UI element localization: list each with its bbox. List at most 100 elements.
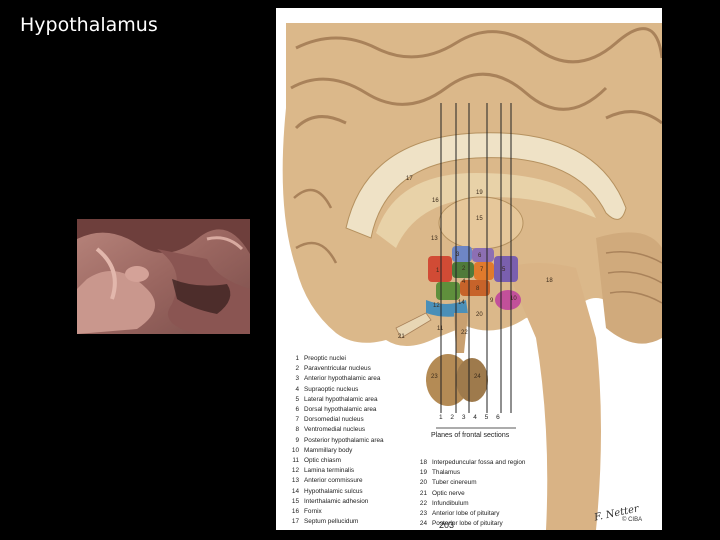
region-number: 19 [476,190,483,196]
region-number: 9 [490,298,494,304]
region-number: 15 [476,216,483,222]
region-number: 4 [462,279,466,285]
legend-item-number: 2 [295,365,299,373]
legend-item-number: 4 [295,385,299,393]
legend-item: 20 Tuber cinereum [416,478,525,488]
region-number: 13 [431,236,438,242]
publisher-mark: © CIBA [622,517,643,523]
legend-left: 1 Preoptic nuclei 2 Paraventricular nucleus… [288,354,384,527]
legend-item: 9 Posterior hypothalamic area [288,436,384,446]
legend-item-label: Hypothalamic sulcus [304,487,363,495]
region-number: 12 [433,303,440,309]
legend-item-label: Interpeduncular fossa and region [432,459,526,466]
region-number: 20 [476,312,483,318]
legend-item: 8 Ventromedial nucleus [288,425,384,435]
legend-item: 7 Dorsomedial nucleus [288,415,384,425]
hypothalamus-illustration: 17 18 16 15 13 6 7 5 4 2 3 1 8 12 11 9 1… [276,8,662,530]
legend-item-label: Anterior commissure [304,477,363,485]
legend-item-number: 22 [419,499,427,507]
legend-item: 6 Dorsal hypothalamic area [288,405,384,415]
legend-item-number: 10 [291,446,299,454]
legend-item: 16 Fornix [288,507,384,517]
legend-item-number: 13 [291,477,299,485]
region-number: 6 [478,253,482,259]
legend-item-number: 9 [295,436,299,444]
legend-item-number: 15 [291,497,299,505]
region-number: 3 [456,252,460,258]
legend-item: 24 Posterior lobe of pituitary [416,519,525,529]
legend-item-number: 17 [291,518,299,526]
legend-item: 10 Mammillary body [288,446,384,456]
slide-title: Hypothalamus [20,14,158,36]
legend-item-label: Interthalamic adhesion [304,497,369,505]
legend-item-label: Lateral hypothalamic area [304,395,378,403]
legend-item: 22 Infundibulum [416,499,525,509]
legend-item: 15 Interthalamic adhesion [288,497,384,507]
legend-item-label: Anterior hypothalamic area [304,375,381,383]
legend-item-number: 3 [295,375,299,383]
legend-item: 18 Interpeduncular fossa and region [416,458,526,468]
legend-item-number: 14 [291,487,299,495]
dissection-photo [77,219,250,334]
region-number: 24 [474,374,481,380]
region-number: 21 [398,334,405,340]
legend-item-number: 8 [295,426,299,434]
legend-item-number: 11 [292,457,299,465]
legend-item: 12 Lamina terminalis [288,466,384,476]
region-number: 22 [461,330,468,336]
legend-item: 1 Preoptic nuclei [288,354,384,364]
legend-item-label: Posterior hypothalamic area [304,436,384,444]
legend-item-label: Anterior lobe of pituitary [432,510,500,518]
legend-item-label: Paraventricular nucleus [304,365,371,373]
legend-item-number: 6 [295,406,299,414]
legend-item-number: 7 [295,416,299,424]
legend-item-label: Thalamus [432,469,461,477]
legend-item: 23 Anterior lobe of pituitary [416,509,525,519]
region-number: 23 [431,374,438,380]
legend-item-number: 24 [419,520,427,528]
region-number: 10 [510,296,517,302]
legend-item: 13 Anterior commissure [288,476,384,486]
brain-sagittal-drawing: 17 18 16 15 13 6 7 5 4 2 3 1 8 12 11 9 1… [282,23,662,530]
legend-item-label: Dorsal hypothalamic area [304,406,377,414]
region-number: 11 [437,326,444,332]
legend-item-label: Fornix [304,508,322,516]
legend-item: 2 Paraventricular nucleus [288,364,384,374]
plane-numbers: 1 2 3 4 5 6 [439,414,500,421]
legend-item-number: 23 [419,510,427,518]
legend-item-label: Lamina terminalis [304,467,355,475]
legend-item-label: Preoptic nuclei [304,355,346,362]
region-number: 16 [432,198,439,204]
region-number: 18 [546,278,553,284]
legend-item-label: Mammillary body [304,446,353,454]
region-number: 7 [480,267,484,273]
legend-item-number: 12 [291,467,299,475]
legend-item: 5 Lateral hypothalamic area [288,395,384,405]
planes-caption: Planes of frontal sections [431,432,510,439]
legend-item-number: 20 [419,479,427,487]
legend-item-label: Infundibulum [432,499,469,507]
region-number: 1 [436,268,440,274]
page-number: 203 [439,520,455,530]
legend-item-number: 5 [295,395,299,403]
legend-item-label: Dorsomedial nucleus [304,416,364,424]
legend-item-number: 16 [291,508,299,516]
region-number: 17 [406,176,413,182]
legend-item-number: 18 [419,459,427,466]
region-number: 14 [458,300,465,306]
region-number: 8 [476,286,480,292]
legend-item: 14 Hypothalamic sulcus [288,487,384,497]
legend-item-label: Posterior lobe of pituitary [432,520,503,528]
legend-item-label: Tuber cinereum [432,479,477,487]
legend-item-label: Supraoptic nucleus [304,385,359,393]
region-number: 5 [502,267,506,273]
legend-item-number: 1 [295,355,299,362]
legend-item-label: Ventromedial nucleus [304,426,366,434]
legend-item: 3 Anterior hypothalamic area [288,374,384,384]
dissection-photo-graphic [77,219,250,334]
